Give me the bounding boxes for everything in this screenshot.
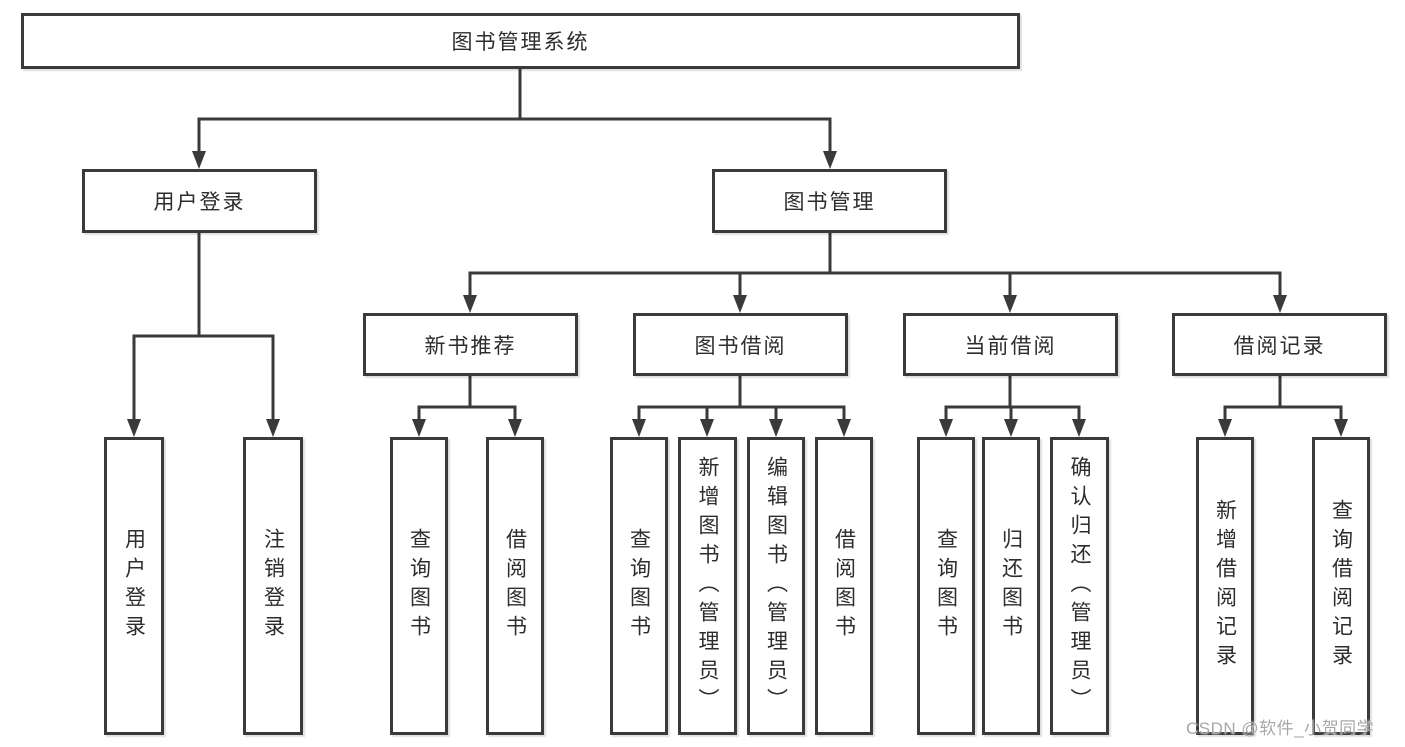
leaf-query-books-borrow: 查询图书 xyxy=(610,437,668,735)
leaf-return-books: 归还图书 xyxy=(982,437,1040,735)
leaf-borrow-books: 借阅图书 xyxy=(815,437,873,735)
arrowhead-icon xyxy=(837,419,851,437)
connector-book-borrow-to-leaves xyxy=(637,376,846,423)
leaf-add-book-admin: 新增图书（管理员） xyxy=(678,437,737,735)
arrowhead-icon xyxy=(1072,419,1086,437)
arrowhead-icon xyxy=(1273,295,1287,313)
arrowhead-icon xyxy=(1004,419,1018,437)
node-user-login: 用户登录 xyxy=(82,169,317,233)
leaf-query-books-recommend: 查询图书 xyxy=(390,437,448,735)
arrowhead-icon xyxy=(769,419,783,437)
connector-root-to-level1 xyxy=(197,69,832,155)
leaf-confirm-return-admin: 确认归还（管理员） xyxy=(1050,437,1109,735)
arrowhead-icon xyxy=(733,295,747,313)
connector-book-mgmt-to-level2 xyxy=(468,233,1282,299)
node-current-borrowing: 当前借阅 xyxy=(903,313,1118,376)
connector-records-to-leaves xyxy=(1223,376,1343,423)
node-library-management-system: 图书管理系统 xyxy=(21,13,1020,69)
watermark: CSDN @软件_小贺同学 xyxy=(1186,719,1375,738)
arrowhead-icon xyxy=(1003,295,1017,313)
connector-new-rec-to-leaves xyxy=(417,376,517,423)
leaf-query-books-current: 查询图书 xyxy=(917,437,975,735)
node-new-book-recommend: 新书推荐 xyxy=(363,313,578,376)
arrowhead-icon xyxy=(1218,419,1232,437)
arrowhead-icon xyxy=(266,419,280,437)
arrowhead-icon xyxy=(632,419,646,437)
node-borrowing-records: 借阅记录 xyxy=(1172,313,1387,376)
arrowhead-icon xyxy=(939,419,953,437)
leaf-logout: 注销登录 xyxy=(243,437,303,735)
arrowhead-icon xyxy=(508,419,522,437)
arrowhead-icon xyxy=(463,295,477,313)
arrowhead-icon xyxy=(412,419,426,437)
arrowhead-icon xyxy=(192,151,206,169)
node-book-management: 图书管理 xyxy=(712,169,947,233)
arrowhead-icon xyxy=(823,151,837,169)
leaf-edit-book-admin: 编辑图书（管理员） xyxy=(747,437,805,735)
connector-current-borrow-to-leaves xyxy=(944,376,1081,423)
leaf-query-borrow-record: 查询借阅记录 xyxy=(1312,437,1370,735)
leaf-borrow-books-recommend: 借阅图书 xyxy=(486,437,544,735)
leaf-add-borrow-record: 新增借阅记录 xyxy=(1196,437,1254,735)
node-book-borrowing: 图书借阅 xyxy=(633,313,848,376)
connector-user-login-to-leaves xyxy=(132,233,275,423)
arrowhead-icon xyxy=(700,419,714,437)
arrowhead-icon xyxy=(1334,419,1348,437)
arrowhead-icon xyxy=(127,419,141,437)
leaf-user-login: 用户登录 xyxy=(104,437,164,735)
arrowheads xyxy=(127,151,1348,437)
